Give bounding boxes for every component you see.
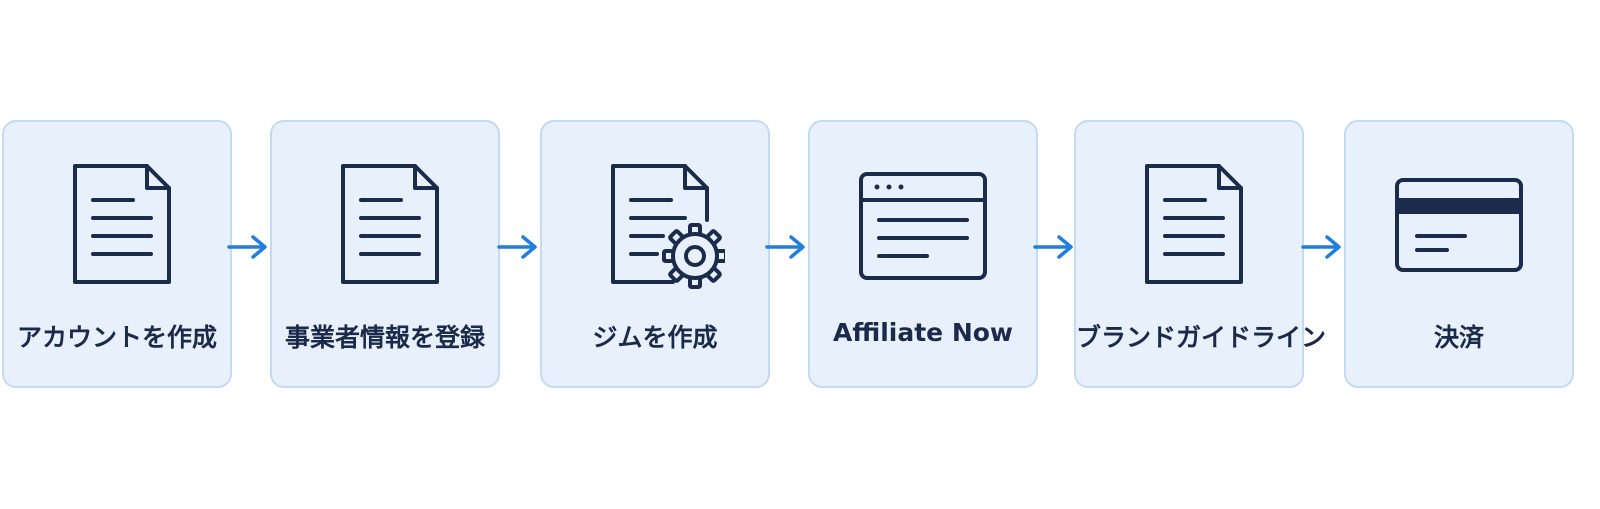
step-register-business-info: 事業者情報を登録	[270, 120, 500, 388]
step-label: 事業者情報を登録	[284, 323, 485, 352]
step-payment: 決済	[1344, 120, 1574, 388]
step-affiliate-now: Affiliate Now	[808, 120, 1038, 388]
browser-window-icon	[853, 158, 993, 298]
step-label: Affiliate Now	[832, 318, 1014, 347]
arrow-right-icon	[764, 232, 808, 262]
document-icon	[1119, 158, 1259, 298]
arrow-right-icon	[226, 232, 270, 262]
arrow-right-icon	[1032, 232, 1076, 262]
step-create-gym: ジムを作成	[540, 120, 770, 388]
arrow-right-icon	[1300, 232, 1344, 262]
arrow-right-icon	[496, 232, 540, 262]
step-label: ブランドガイドライン	[1076, 323, 1327, 352]
document-settings-icon	[585, 158, 725, 298]
step-brand-guidelines: ブランドガイドライン	[1074, 120, 1327, 388]
document-icon	[47, 158, 187, 298]
step-create-account: アカウントを作成	[2, 120, 232, 388]
credit-card-icon	[1389, 158, 1529, 298]
document-icon	[315, 158, 455, 298]
step-label: ジムを作成	[592, 323, 718, 352]
step-label: 決済	[1433, 323, 1484, 352]
step-label: アカウントを作成	[16, 323, 217, 352]
